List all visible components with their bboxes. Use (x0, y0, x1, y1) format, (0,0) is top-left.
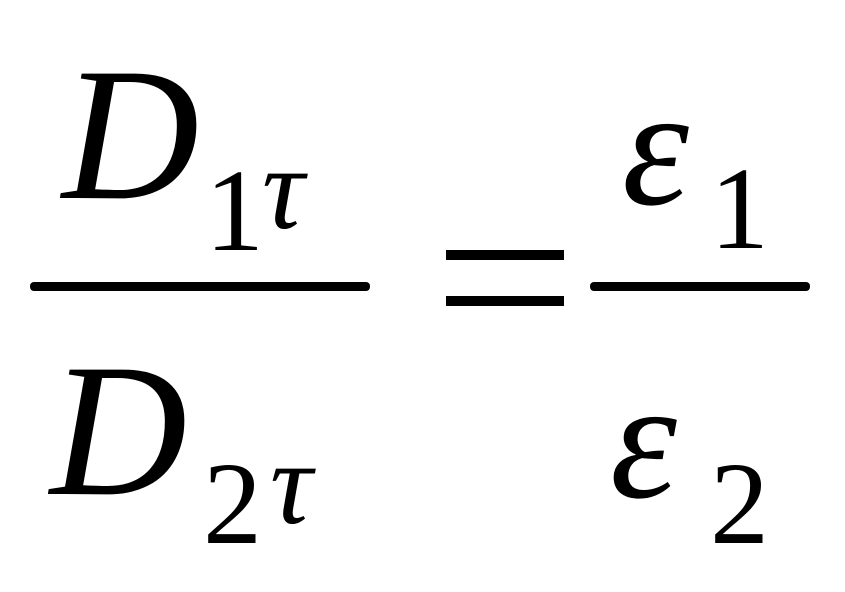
equals-top-bar (446, 250, 564, 260)
left-numerator-symbol: D (62, 30, 200, 240)
left-denominator-subscript-digit: 2 (203, 438, 262, 569)
equals-bottom-bar (446, 296, 564, 306)
left-fraction-bar (30, 282, 370, 291)
left-numerator-subscript-symbol: τ (262, 123, 305, 254)
right-denominator-symbol: ε (610, 346, 677, 534)
left-denominator-subscript-symbol: τ (270, 418, 313, 549)
right-numerator-symbol: ε (622, 53, 689, 241)
right-denominator-subscript-digit: 2 (710, 438, 769, 569)
left-denominator-symbol: D (50, 326, 188, 536)
right-fraction-bar (590, 282, 810, 291)
left-numerator-subscript-digit: 1 (205, 145, 264, 276)
right-numerator-subscript-digit: 1 (710, 143, 769, 274)
